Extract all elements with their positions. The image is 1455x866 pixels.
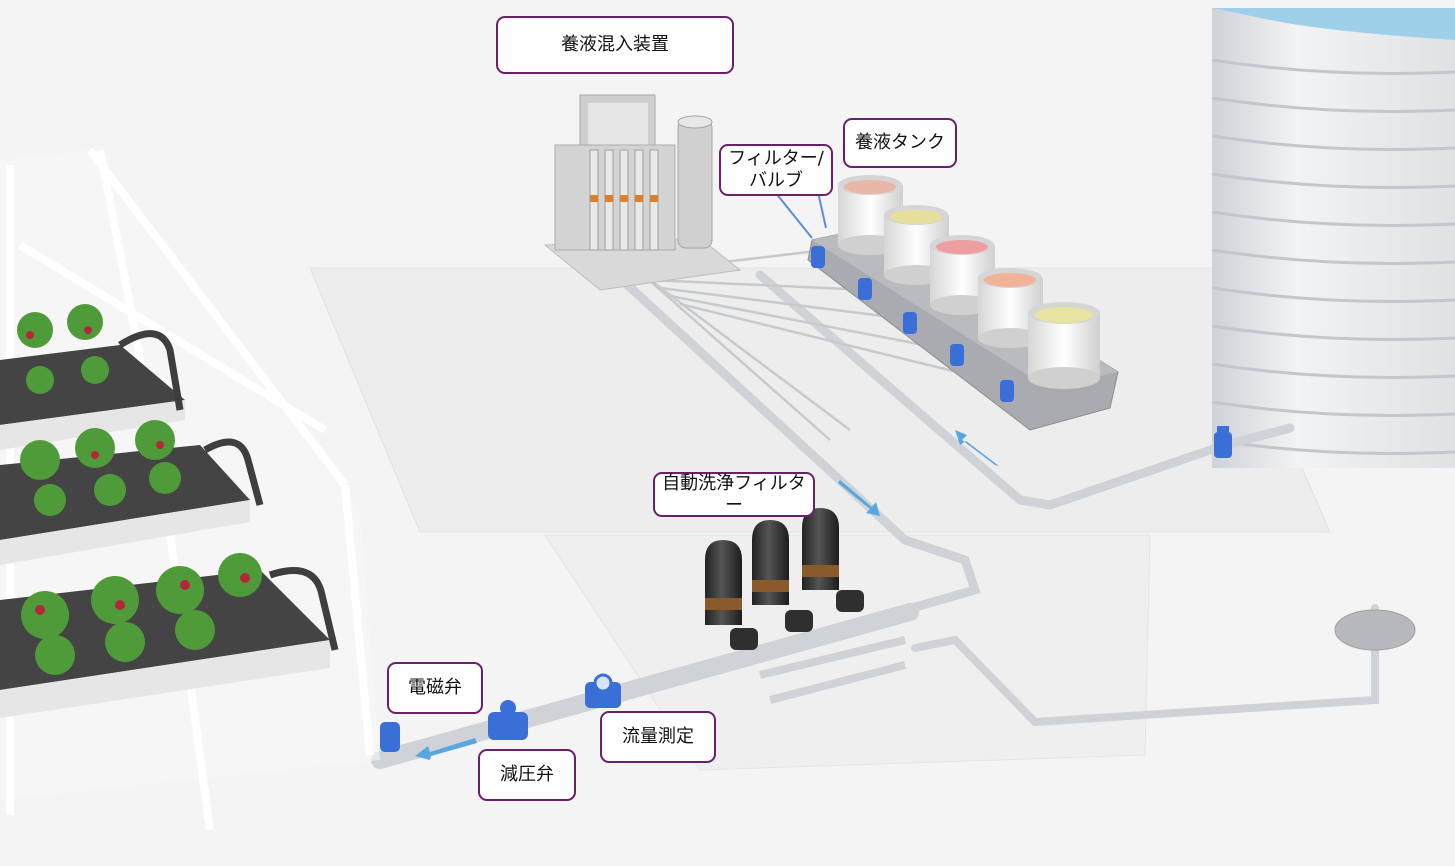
pressure-reducing-valve-icon [488,700,528,740]
label-nutrient-mixer: 養液混入装置 [496,16,734,74]
nutrient-pipe [615,273,981,625]
label-solenoid-valve: 電磁弁 [387,662,483,714]
feeder-lines [639,248,1011,441]
filter-unit [705,540,758,650]
drain-outlet [1334,609,1416,651]
solenoid-valve-icon [380,722,400,752]
auto-cleaning-filters [705,508,864,650]
planter-hoses [118,330,339,651]
nutrient-tank [1028,302,1100,389]
label-nutrient-tanks: 養液タンク [843,118,957,168]
supply-pipe [755,270,1295,510]
flow-arrow-3 [415,738,477,760]
plants [17,304,262,675]
main-pipe [371,603,919,769]
label-pressure-reducing-valve: 減圧弁 [478,749,576,801]
ball-valve-icon [1214,426,1232,458]
flow-meter-icon [585,673,621,708]
flow-arrow-2 [838,480,880,516]
label-flow-meter: 流量測定 [600,711,716,763]
greenhouse [0,147,380,831]
manifold-pipe [759,636,907,704]
flow-arrow [955,430,999,466]
filter-unit [752,520,813,632]
drain-pipe [911,604,1379,727]
label-auto-cleaning-filter: 自動洗浄フィルター [653,472,815,517]
nutrient-tanks [838,175,1100,389]
label-filter-valve: フィルター/ バルブ [719,144,833,196]
nutrient-mixer-machine [543,94,742,291]
water-storage-tank [1211,8,1455,468]
filter-unit [802,508,864,612]
fruit [26,326,250,615]
filter-valve-pointer [774,191,827,239]
filter-valve-icon [811,246,1014,402]
